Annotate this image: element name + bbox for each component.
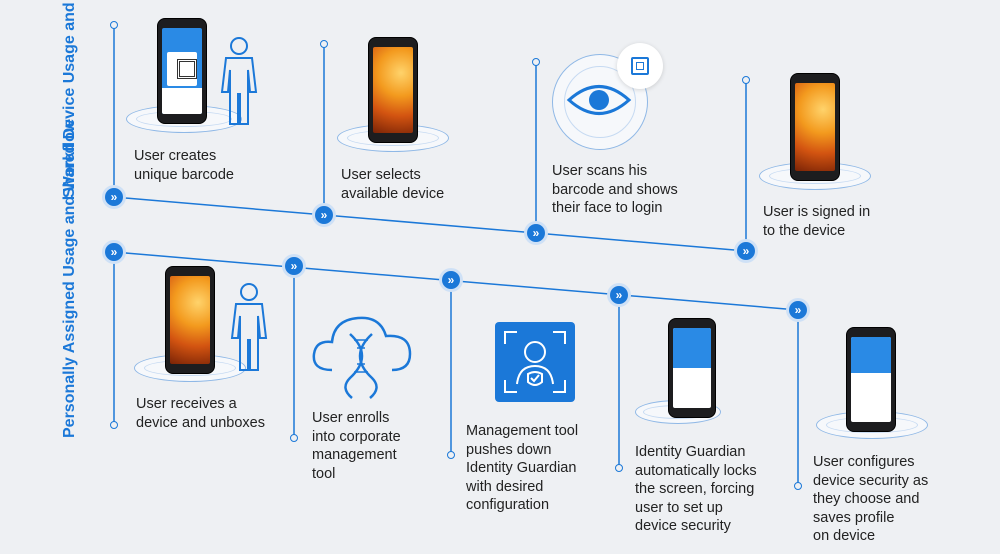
step-caption: User enrolls into corporate management t… (312, 410, 401, 482)
step-caption: User creates unique barcode (134, 148, 234, 183)
step-caption: User is signed in to the device (763, 204, 871, 239)
chevron-icon: » (789, 301, 807, 319)
face-scan-icon (617, 43, 663, 89)
chevron-icon: » (442, 271, 460, 289)
phone-lock-screen (165, 266, 215, 374)
phone-identity-guardian-screen (668, 318, 716, 418)
step-caption: User configures device security as they … (813, 454, 929, 544)
step-dot (110, 21, 118, 29)
phone-home-screen (790, 73, 840, 181)
phone-lock-screen (368, 37, 418, 143)
chevron-icon: » (105, 188, 123, 206)
step-dot (320, 40, 328, 48)
step-dot (532, 58, 540, 66)
step-caption: Identity Guardian automatically locks th… (635, 444, 757, 534)
chevron-icon: » (737, 242, 755, 260)
step-caption: User scans his barcode and shows their f… (552, 163, 678, 216)
chevron-icon: » (315, 206, 333, 224)
face-shield-icon (495, 322, 575, 402)
eye-icon (566, 85, 632, 115)
phone-security-setup-screen (846, 327, 896, 432)
shared-timeline (113, 196, 747, 252)
chevron-icon: » (105, 243, 123, 261)
step-dot (110, 421, 118, 429)
person-icon (230, 283, 268, 371)
row-label-personal: Personally Assigned Usage and Workflow (61, 119, 78, 438)
chevron-icon: » (610, 286, 628, 304)
chevron-icon: » (527, 224, 545, 242)
step-caption: Management tool pushes down Identity Gua… (466, 423, 579, 513)
person-icon (220, 37, 258, 125)
step-caption: User selects available device (341, 167, 445, 202)
step-dot (742, 76, 750, 84)
phone-barcode-screen (157, 18, 207, 124)
cloud-dna-icon (312, 316, 412, 399)
step-dot (290, 434, 298, 442)
step-dot (447, 451, 455, 459)
barcode-icon (167, 52, 197, 86)
step-caption: User receives a device and unboxes (136, 396, 265, 431)
step-dot (615, 464, 623, 472)
step-dot (794, 482, 802, 490)
chevron-icon: » (285, 257, 303, 275)
